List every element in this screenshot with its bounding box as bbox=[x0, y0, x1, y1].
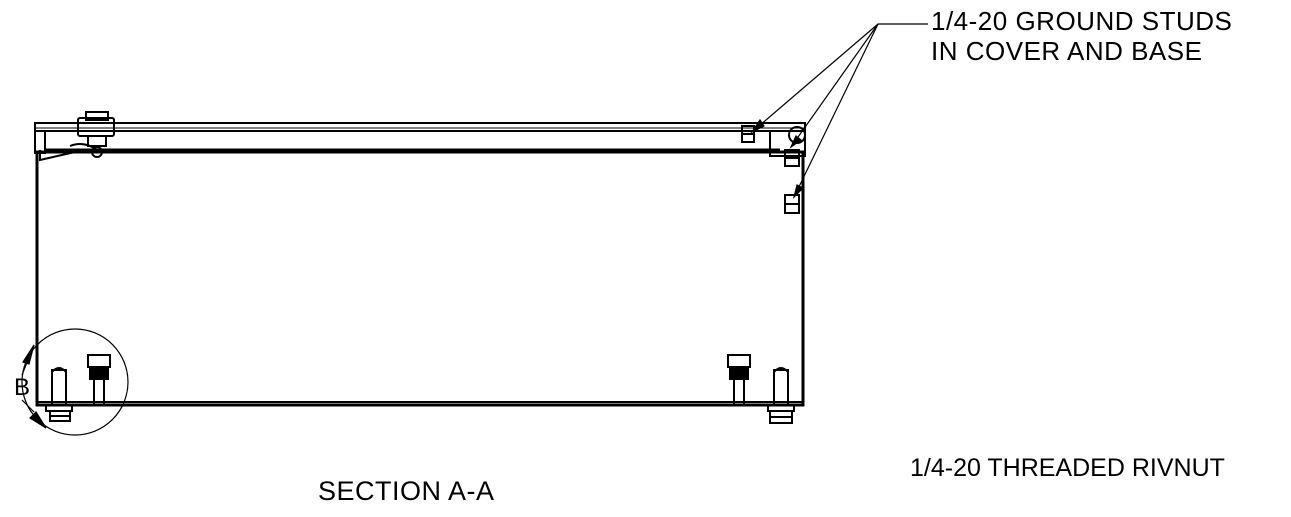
detail-b-marker bbox=[21, 328, 129, 436]
ground-studs-callout-line1: 1/4-20 GROUND STUDS bbox=[931, 6, 1233, 36]
ground-studs-callout-line2: IN COVER AND BASE bbox=[931, 36, 1203, 66]
enclosure-cover bbox=[34, 111, 806, 167]
left-hardware bbox=[45, 354, 111, 422]
rivnut-callout: 1/4-20 THREADED RIVNUT bbox=[910, 454, 1225, 482]
section-title: SECTION A-A bbox=[318, 476, 495, 506]
ground-stud-cover bbox=[741, 125, 755, 143]
ground-studs-leaders bbox=[750, 23, 928, 199]
right-hardware bbox=[727, 354, 795, 424]
enclosure-base bbox=[35, 150, 805, 407]
ground-stud-base bbox=[784, 194, 800, 214]
detail-b-label: B bbox=[14, 374, 31, 401]
